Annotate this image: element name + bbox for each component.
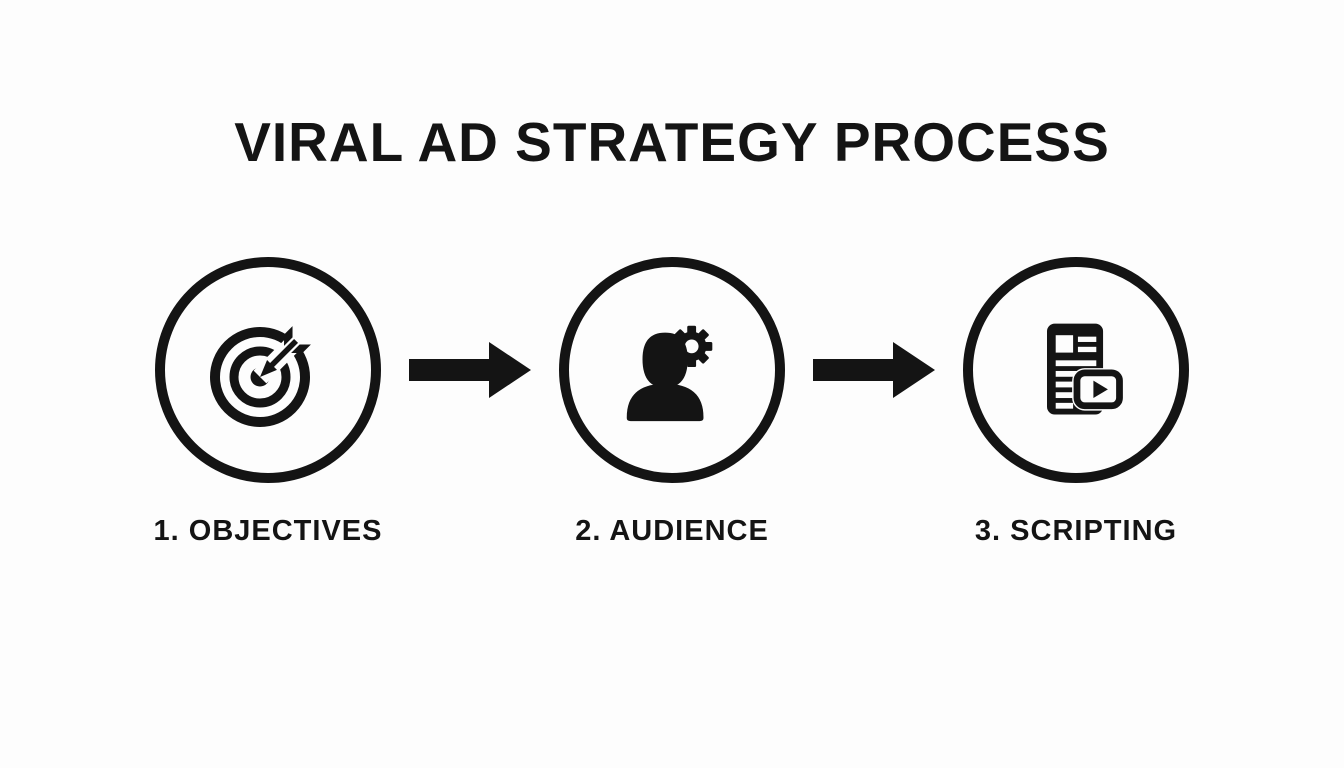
step-label-objectives: 1. OBJECTIVES [153, 514, 383, 547]
right-arrow-icon [409, 341, 531, 398]
script-video-icon [1018, 312, 1134, 428]
step-label-scripting: 3. SCRIPTING [974, 514, 1178, 547]
step-objectives: 1. OBJECTIVES [152, 256, 384, 548]
target-arrow-icon [207, 309, 329, 431]
right-arrow-icon [813, 341, 935, 398]
step-audience: 2. AUDIENCE [556, 256, 788, 548]
step-circle-audience [559, 256, 785, 483]
step-label-audience: 2. AUDIENCE [575, 514, 769, 547]
step-circle-scripting [963, 256, 1189, 483]
page-title: VIRAL AD STRATEGY PROCESS [234, 111, 1110, 173]
person-gear-icon [613, 311, 731, 429]
step-scripting: 3. SCRIPTING [960, 256, 1192, 548]
process-flow: 1. OBJECTIVES [152, 256, 1192, 548]
step-circle-objectives [155, 256, 381, 483]
